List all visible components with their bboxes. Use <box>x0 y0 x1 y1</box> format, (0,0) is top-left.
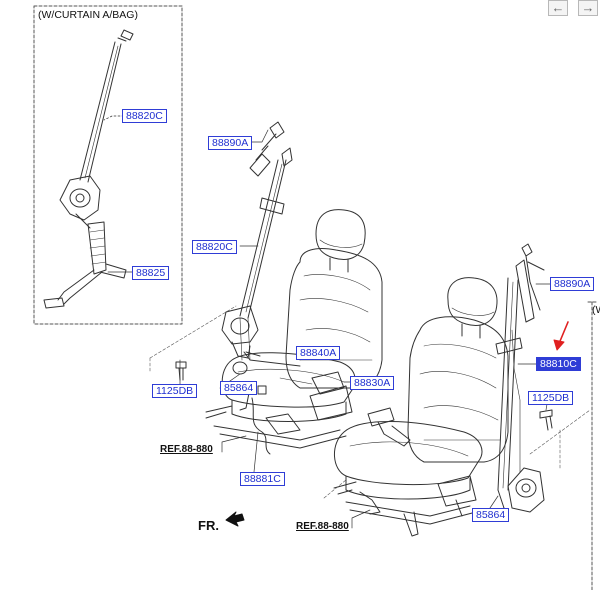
perspective-lines <box>149 305 591 499</box>
front-label: FR. <box>198 518 219 533</box>
part-label-right-clip[interactable]: 85864 <box>472 508 510 522</box>
reference-right[interactable]: REF.88-880 <box>296 521 349 532</box>
indicator-arrow <box>553 321 569 351</box>
right-bolt-1125db <box>539 409 553 431</box>
part-label-left-bolt[interactable]: 1125DB <box>152 384 198 398</box>
part-label-inset-anchor[interactable]: 88825 <box>132 266 170 280</box>
front-arrow <box>225 511 245 527</box>
right-seat <box>333 277 509 537</box>
part-label-left-buckle[interactable]: 88840A <box>296 346 341 360</box>
part-label-left-sensor[interactable]: 88881C <box>240 472 285 486</box>
forward-button[interactable]: → <box>578 0 598 16</box>
right-belt-assembly <box>495 243 545 513</box>
reference-left[interactable]: REF.88-880 <box>160 444 213 455</box>
inset-title: (W/CURTAIN A/BAG) <box>38 9 138 21</box>
inset-box-curtain-airbag <box>33 5 183 325</box>
part-label-right-bolt[interactable]: 1125DB <box>528 391 574 405</box>
left-bolt-1125db <box>175 361 187 381</box>
left-belt-assembly <box>221 121 301 411</box>
left-seat <box>205 209 383 455</box>
part-label-right-buckle[interactable]: 88830A <box>350 376 395 390</box>
inset-title-right: (W <box>592 304 600 316</box>
inset-belt-assembly <box>43 29 134 309</box>
part-label-right-height-adjuster[interactable]: 88890A <box>550 277 595 291</box>
leader-lines <box>103 115 551 529</box>
part-label-left-clip[interactable]: 85864 <box>220 381 258 395</box>
part-label-left-belt[interactable]: 88820C <box>192 240 237 254</box>
back-button[interactable]: ← <box>548 0 568 16</box>
part-label-right-belt[interactable]: 88810C <box>536 357 581 371</box>
part-label-inset-belt[interactable]: 88820C <box>122 109 167 123</box>
part-label-left-height-adjuster[interactable]: 88890A <box>208 136 253 150</box>
